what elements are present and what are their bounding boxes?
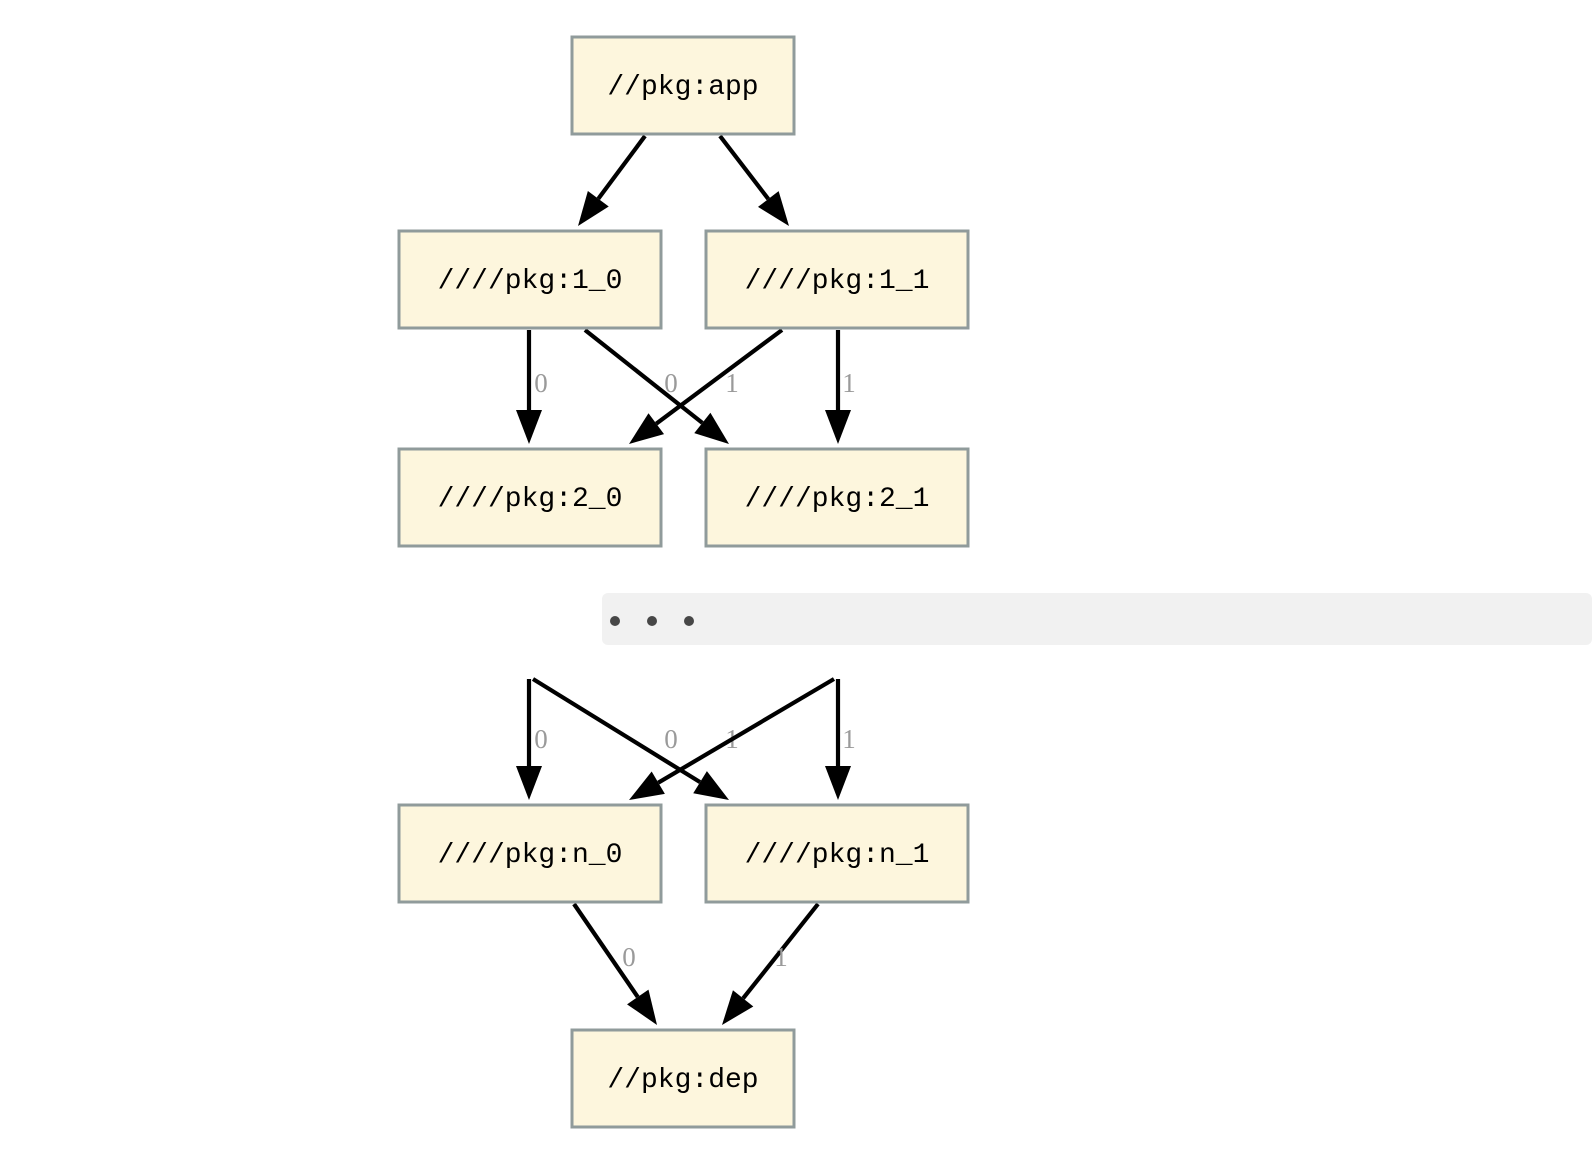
graph-edge: 1 (722, 902, 820, 1025)
edge-label: 0 (622, 942, 636, 972)
edge-label: 1 (842, 724, 856, 754)
ellipsis-dot-0 (610, 616, 620, 626)
ellipsis-band (602, 593, 1592, 645)
edge-shaft (741, 902, 820, 1000)
node-label: //pkg:app (607, 72, 758, 103)
edge-shaft (596, 134, 647, 200)
node-label: ////pkg:2_1 (745, 484, 930, 515)
graph-node-n2_0[interactable]: ////pkg:2_0 (397, 447, 663, 548)
graph-node-dep[interactable]: //pkg:dep (570, 1028, 796, 1129)
graph-edge: 0 (572, 902, 657, 1025)
graph-edge: 1 (825, 679, 856, 800)
edge-label: 1 (842, 368, 856, 398)
node-box[interactable] (570, 35, 796, 136)
node-label: ////pkg:1_1 (745, 266, 930, 297)
node-label: ////pkg:1_0 (438, 266, 623, 297)
graph-node-n1_0[interactable]: ////pkg:1_0 (397, 229, 663, 330)
edge-shaft (718, 134, 770, 201)
arrowhead-icon (693, 771, 729, 800)
graph-edge: 1 (531, 677, 739, 800)
graph-edge: 1 (825, 330, 856, 444)
graph-edge (718, 134, 789, 226)
arrowhead-icon (825, 766, 851, 800)
graph-edge: 0 (516, 330, 548, 444)
arrowhead-icon (578, 190, 609, 226)
ellipsis-dot-2 (684, 616, 694, 626)
edge-shaft (572, 902, 640, 999)
edge-shaft (655, 328, 784, 426)
node-box[interactable] (704, 803, 970, 904)
node-label: ////pkg:n_0 (438, 840, 623, 871)
node-label: ////pkg:n_1 (745, 840, 930, 871)
arrowhead-icon (516, 410, 542, 444)
graph-node-n1_1[interactable]: ////pkg:1_1 (704, 229, 970, 330)
edge-label: 0 (534, 368, 548, 398)
graph-node-app[interactable]: //pkg:app (570, 35, 796, 136)
nodes-layer: //pkg:app ////pkg:1_0 ////pkg:1_1 ////pkg:2… (397, 35, 970, 1129)
graph-node-nn_1[interactable]: ////pkg:n_1 (704, 803, 970, 904)
arrowhead-icon (629, 771, 665, 800)
arrowhead-icon (694, 412, 729, 444)
graph-node-nn_0[interactable]: ////pkg:n_0 (397, 803, 663, 904)
edge-label: 1 (725, 368, 739, 398)
edge-shaft (531, 677, 702, 784)
node-box[interactable] (397, 229, 663, 330)
edge-label: 0 (664, 724, 678, 754)
edge-label: 1 (774, 942, 788, 972)
node-label: //pkg:dep (607, 1065, 758, 1096)
ellipsis-separator (602, 593, 1592, 645)
ellipsis-dot-1 (647, 616, 657, 626)
node-box[interactable] (397, 447, 663, 548)
edge-shaft (657, 677, 836, 785)
arrowhead-icon (629, 413, 665, 444)
graph-edge: 0 (629, 677, 836, 800)
node-box[interactable] (570, 1028, 796, 1129)
node-label: ////pkg:2_0 (438, 484, 623, 515)
graph-edge (578, 134, 647, 226)
edge-label: 0 (534, 724, 548, 754)
arrowhead-icon (757, 191, 789, 226)
edge-label: 0 (664, 368, 678, 398)
graph-edge: 1 (583, 328, 739, 444)
graph-edge: 0 (629, 328, 784, 444)
arrowhead-icon (722, 990, 754, 1025)
node-box[interactable] (397, 803, 663, 904)
arrowhead-icon (825, 410, 851, 444)
arrowhead-icon (516, 766, 542, 800)
edge-shaft (583, 328, 704, 425)
node-box[interactable] (704, 229, 970, 330)
graph-edge: 0 (516, 679, 548, 800)
graph-node-n2_1[interactable]: ////pkg:2_1 (704, 447, 970, 548)
arrowhead-icon (627, 989, 657, 1025)
node-box[interactable] (704, 447, 970, 548)
